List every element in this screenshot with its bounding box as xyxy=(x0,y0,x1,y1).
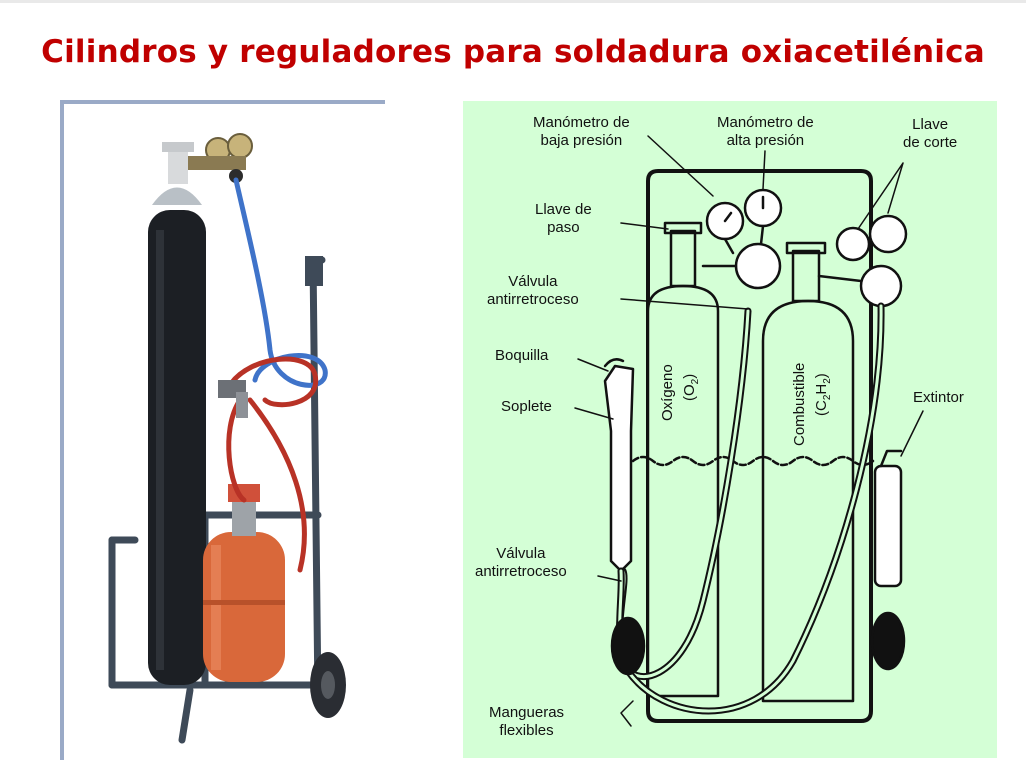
label-boquilla: Boquilla xyxy=(495,347,549,364)
label-manometro-baja-l1: Manómetro de xyxy=(533,114,630,131)
label-oxigeno-name: Oxígeno xyxy=(659,364,676,421)
leader-lines xyxy=(574,135,924,727)
photo-torch xyxy=(218,380,248,418)
torch-outline xyxy=(603,364,635,573)
fuel-valve-top xyxy=(785,241,827,255)
label-mangueras-l2: flexibles xyxy=(499,722,554,739)
cart-frame xyxy=(108,256,326,744)
diagram-drawing xyxy=(574,135,924,727)
label-manometro-baja: Manómetro de baja presión xyxy=(533,114,630,150)
cart-frame-outline xyxy=(646,169,873,723)
chain xyxy=(631,455,875,467)
label-manometro-alta-l2: alta presión xyxy=(726,132,805,149)
fuel-low-gauge-icon xyxy=(835,226,871,262)
label-valvula-bottom: Válvula antirretroceso xyxy=(475,545,567,581)
label-llave-paso-l2: paso xyxy=(547,219,580,236)
label-llave-paso-l1: Llave de xyxy=(535,201,592,218)
label-valvula-top-l1: Válvula xyxy=(508,273,558,290)
photo-frame-top-edge xyxy=(60,100,385,104)
oxygen-regulator-icon xyxy=(734,242,782,290)
label-llave-corte: Llave de corte xyxy=(903,116,957,152)
label-valvula-top-l2: antirretroceso xyxy=(487,291,579,308)
wheel-right-icon xyxy=(870,611,906,671)
label-extintor: Extintor xyxy=(913,389,964,406)
label-mangueras: Mangueras flexibles xyxy=(489,704,564,740)
slide-title: Cilindros y reguladores para soldadura o… xyxy=(41,34,985,70)
wheel-left-icon xyxy=(610,616,646,676)
photo-illustration xyxy=(108,133,346,744)
label-manometro-baja-l2: baja presión xyxy=(540,132,623,149)
photo-frame-left-edge xyxy=(60,100,64,760)
oxygen-cylinder xyxy=(148,142,206,685)
label-llave-corte-l1: Llave xyxy=(912,116,949,133)
label-oxigeno: Oxígeno xyxy=(659,364,676,421)
oxygen-cylinder-outline xyxy=(646,284,720,698)
butane-bottle xyxy=(203,484,285,682)
label-valvula-bottom-l2: antirretroceso xyxy=(475,563,567,580)
label-combustible-formula: (C2H2) xyxy=(813,373,833,416)
top-border xyxy=(0,0,1026,3)
oxygen-valve xyxy=(669,229,697,288)
label-manometro-alta-l1: Manómetro de xyxy=(717,114,814,131)
label-valvula-top: Válvula antirretroceso xyxy=(487,273,579,309)
label-llave-corte-l2: de corte xyxy=(903,134,958,151)
fuel-valve xyxy=(791,249,821,303)
photo-regulators xyxy=(188,133,253,183)
label-combustible-name: Combustible xyxy=(791,362,808,446)
extinguisher-outline xyxy=(873,464,903,588)
fuel-high-gauge-icon xyxy=(868,214,908,254)
photo-hoses xyxy=(226,177,328,573)
labeled-diagram: Manómetro de baja presión Manómetro de a… xyxy=(463,101,997,758)
cart-wheel xyxy=(310,652,346,718)
label-valvula-bottom-l1: Válvula xyxy=(496,545,546,562)
equipment-photo xyxy=(60,100,385,760)
cart-handle xyxy=(305,256,323,286)
label-soplete: Soplete xyxy=(501,398,552,415)
label-mangueras-l1: Mangueras xyxy=(489,704,565,721)
fuel-cylinder-outline xyxy=(761,299,855,703)
label-manometro-alta: Manómetro de alta presión xyxy=(717,114,814,150)
fuel-regulator-icon xyxy=(859,264,903,308)
label-combustible: Combustible xyxy=(791,363,808,446)
label-oxigeno-formula: (O2) xyxy=(681,373,701,401)
label-llave-paso: Llave de paso xyxy=(535,201,592,237)
